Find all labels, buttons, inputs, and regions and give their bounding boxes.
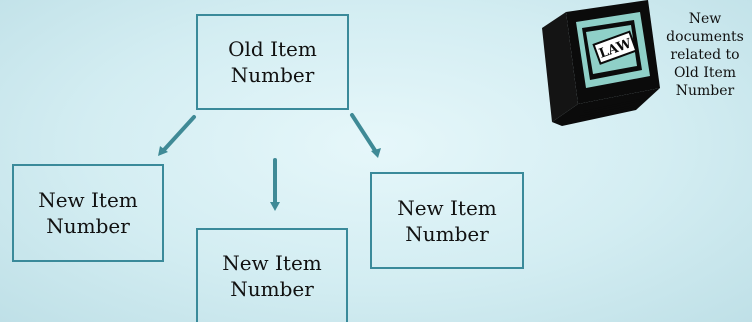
old-item-number-label: Old Item Number [228,37,317,87]
connector-right-head [371,148,381,158]
new-item-number-label-right: New Item Number [397,195,497,246]
new-item-number-box-right: New Item Number [370,172,524,269]
connector-right [350,113,378,154]
connector-left [161,115,196,153]
connector-middle-head [270,202,280,211]
law-book-icon: LAW [542,0,660,126]
book-caption: New documents related to Old Item Number [666,11,744,99]
new-item-number-label-left: New Item Number [38,188,138,238]
new-item-number-box-left: New Item Number [12,164,164,262]
new-item-number-label-middle: New Item Number [222,251,322,301]
connector-left-head [158,146,168,156]
new-item-number-box-middle: New Item Number [196,228,348,322]
old-item-number-box: Old Item Number [196,14,349,110]
